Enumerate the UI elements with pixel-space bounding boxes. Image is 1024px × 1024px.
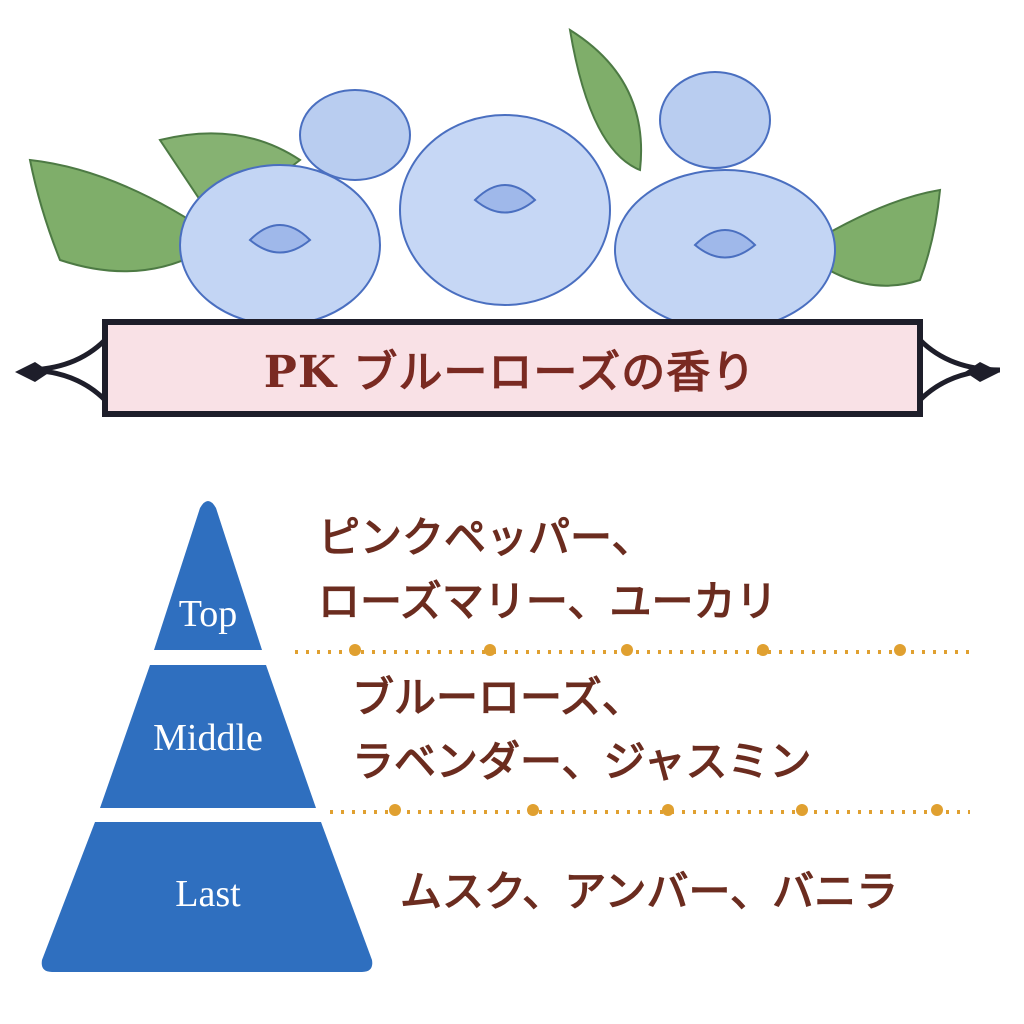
last-notes: ムスク、アンバー、バニラ [400, 867, 899, 916]
title-banner [15, 319, 1001, 417]
fragrance-pyramid [41, 501, 373, 972]
pyramid-tier-middle [100, 665, 316, 808]
dotted-divider-2 [330, 804, 970, 816]
pyramid-tier-top [154, 501, 262, 650]
tier-label-top: Top [178, 593, 238, 635]
dotted-divider-1 [295, 644, 970, 656]
middle-notes-line1: ブルーローズ、 [352, 673, 644, 722]
tier-label-last: Last [175, 873, 241, 915]
leaves-illustration [28, 27, 942, 287]
blue-roses-illustration [179, 71, 836, 331]
page-title: PK ブルーローズの香り [263, 347, 757, 398]
pyramid-tier-last [41, 822, 373, 972]
middle-notes-line2: ラベンダー、ジャスミン [352, 737, 812, 786]
top-notes-line1: ピンクペッパー、 [318, 513, 654, 562]
tier-label-middle: Middle [153, 717, 263, 759]
top-notes-line2: ローズマリー、ユーカリ [318, 577, 778, 626]
